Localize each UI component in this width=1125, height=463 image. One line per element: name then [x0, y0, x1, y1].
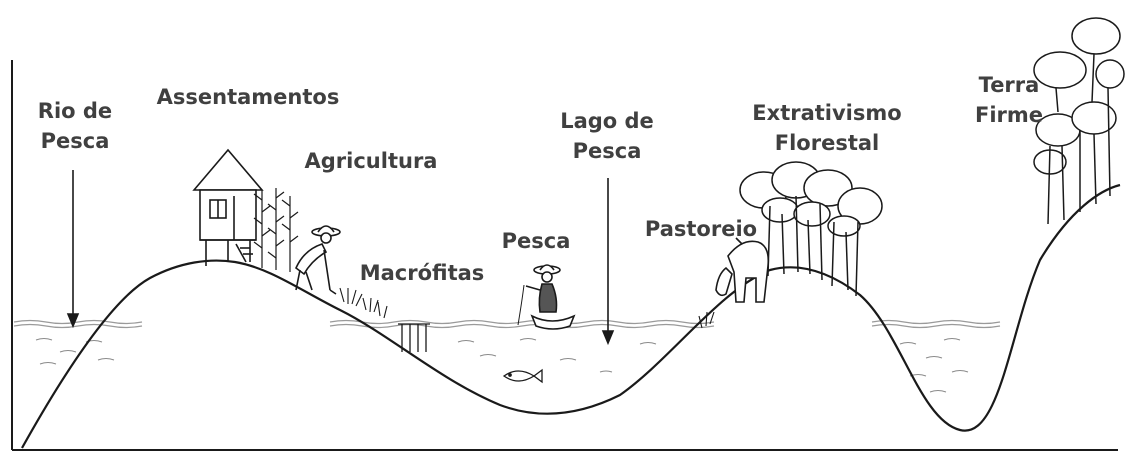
- label-rio-de-pesca-line-2: Pesca: [40, 129, 110, 153]
- fisherman-boat-icon: [517, 264, 576, 330]
- label-pesca: Pesca: [501, 229, 571, 253]
- farmer-icon: [295, 225, 341, 295]
- label-terra-firme-line-2: Firme: [974, 103, 1044, 127]
- crops-icon: [253, 188, 299, 272]
- forest-trees-icon: [739, 161, 883, 297]
- label-assentamentos: Assentamentos: [156, 85, 340, 109]
- frame: [11, 60, 1118, 451]
- label-rio-de-pesca: Rio de Pesca: [30, 96, 120, 156]
- label-lago-de-pesca: Lago de Pesca: [552, 106, 662, 166]
- tall-tree-icon: [1033, 17, 1125, 225]
- lago-arrow: [601, 178, 615, 346]
- terrain-profile: [21, 183, 1121, 449]
- label-terra-firme-line-1: Terra: [978, 73, 1040, 97]
- water-ripples: [35, 338, 969, 393]
- water-surface: [13, 319, 1001, 329]
- cow-icon: [715, 237, 770, 303]
- label-extrativismo-florestal-line-1: Extrativismo: [752, 101, 902, 125]
- label-macrofitas: Macrófitas: [359, 261, 485, 285]
- label-extrativismo-florestal-line-2: Florestal: [774, 131, 880, 155]
- house-icon: [192, 148, 264, 266]
- rio-arrow: [66, 170, 80, 329]
- fish-icon: [502, 368, 543, 384]
- label-lago-de-pesca-line-1: Lago de: [560, 109, 654, 133]
- label-terra-firme: Terra Firme: [966, 70, 1052, 130]
- label-lago-de-pesca-line-2: Pesca: [572, 139, 642, 163]
- label-pastoreio: Pastoreio: [644, 217, 758, 241]
- label-extrativismo-florestal: Extrativismo Florestal: [744, 98, 910, 158]
- fishing-stakes: [398, 323, 430, 352]
- label-agricultura: Agricultura: [304, 149, 438, 173]
- grass-tuft-icon: [339, 287, 715, 329]
- label-rio-de-pesca-line-1: Rio de: [37, 99, 113, 123]
